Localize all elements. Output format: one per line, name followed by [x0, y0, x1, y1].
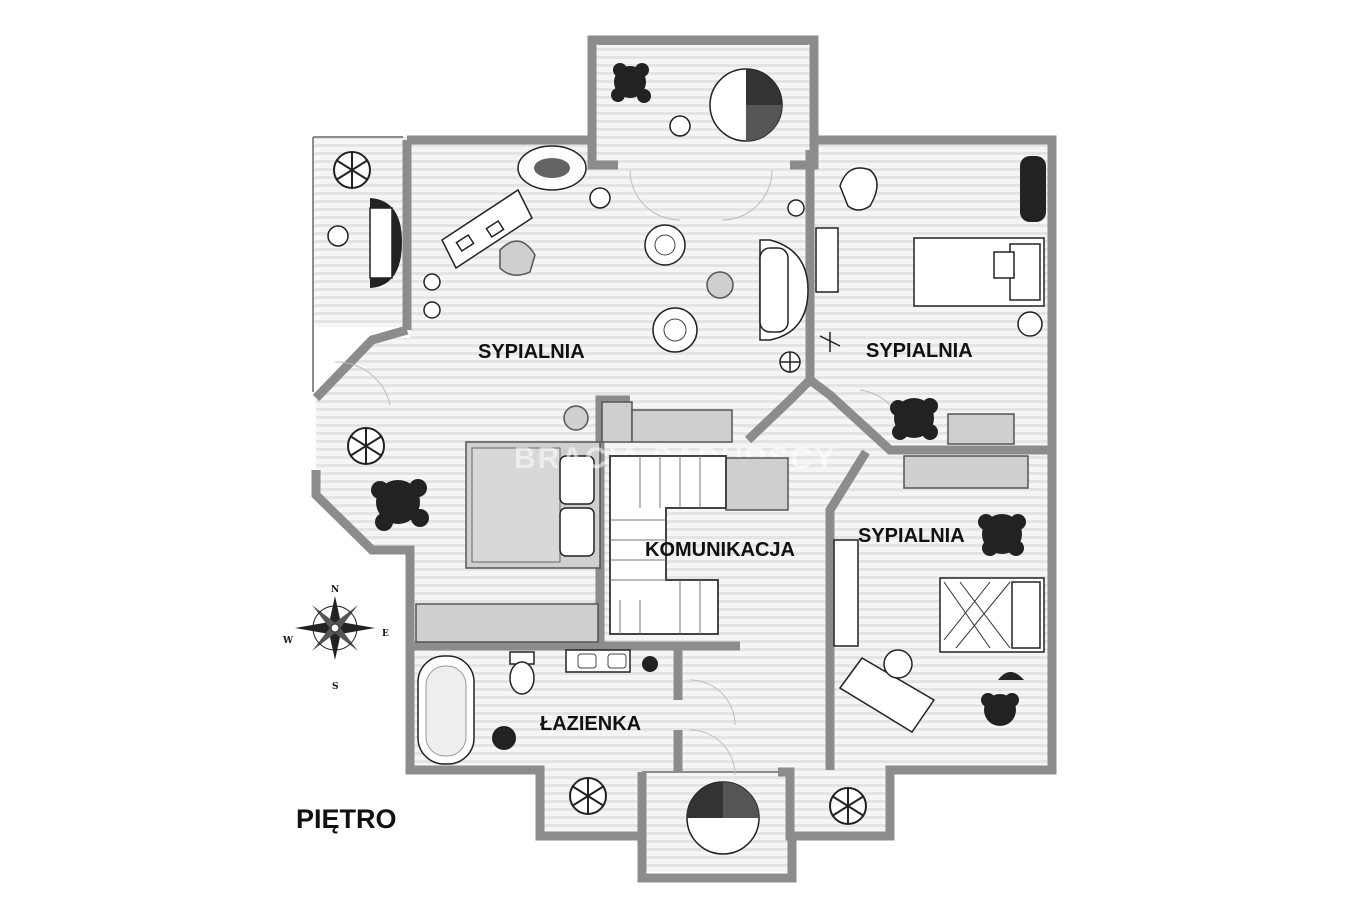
toilet-icon [509, 651, 535, 695]
bed-icon [465, 441, 601, 569]
walls [311, 35, 1057, 883]
plant-icon [492, 726, 516, 750]
compass-n: N [331, 585, 339, 595]
bedroom-main-furniture [347, 145, 809, 643]
desk-icon [838, 649, 936, 734]
plant-icon [978, 514, 1026, 556]
bathtub-icon [417, 655, 475, 765]
sink-icon [565, 649, 631, 673]
plant-icon [423, 301, 441, 319]
desk-icon [441, 188, 533, 270]
plant-icon [569, 777, 607, 815]
staircase-icon [609, 455, 727, 635]
compass-s: S [332, 682, 339, 692]
bedroom-right-bottom-furniture [833, 455, 1045, 734]
plant-icon [517, 145, 587, 191]
side-table-icon [706, 271, 734, 299]
bedroom-right-top-furniture [815, 156, 1046, 445]
fan-icon [589, 187, 611, 209]
plant-icon [371, 479, 429, 531]
plant-icon [1020, 156, 1046, 222]
plant-icon [981, 693, 1019, 726]
balcony-left [327, 151, 402, 288]
room-label-bathroom: ŁAZIENKA [540, 713, 641, 735]
compass-rose-icon: N S E W [282, 585, 389, 692]
balcony-top [611, 63, 783, 142]
plant-icon [642, 656, 658, 672]
stairs [601, 401, 789, 635]
spiral-staircase-icon [686, 781, 760, 855]
pouf-icon [652, 307, 698, 353]
plant-icon [347, 427, 385, 465]
spiral-staircase-icon [709, 68, 783, 142]
plant-icon [890, 398, 938, 440]
stool-icon [327, 225, 349, 247]
compass-w: W [282, 636, 294, 646]
balcony-bottom [569, 777, 867, 855]
fan-icon [787, 199, 805, 217]
plant-icon [423, 273, 441, 291]
lamp-icon [1017, 311, 1043, 337]
armchair-icon [839, 167, 878, 211]
armchair-icon [499, 240, 536, 276]
wardrobe [415, 603, 599, 643]
room-label-bedroom-right-bottom: SYPIALNIA [858, 525, 965, 547]
room-label-communication: KOMUNIKACJA [645, 539, 795, 561]
plant-icon [611, 63, 651, 103]
sofa-icon [759, 239, 809, 341]
wardrobe [903, 455, 1029, 489]
shelf [833, 539, 859, 647]
room-label-bedroom-main: SYPIALNIA [478, 341, 585, 363]
compass-e: E [382, 629, 389, 639]
bed-icon [939, 577, 1045, 653]
side-table-icon [563, 405, 589, 431]
floor-label: PIĘTRO [296, 804, 397, 834]
shelf [815, 227, 839, 293]
stool-icon [669, 115, 691, 137]
bathroom-furniture [417, 649, 658, 765]
pouf-icon [644, 224, 686, 266]
plant-icon [333, 151, 371, 189]
plant-icon [829, 787, 867, 825]
dresser [947, 413, 1015, 445]
room-label-bedroom-right-top: SYPIALNIA [866, 340, 973, 362]
bench-icon [369, 198, 402, 288]
bed-icon [913, 237, 1045, 307]
